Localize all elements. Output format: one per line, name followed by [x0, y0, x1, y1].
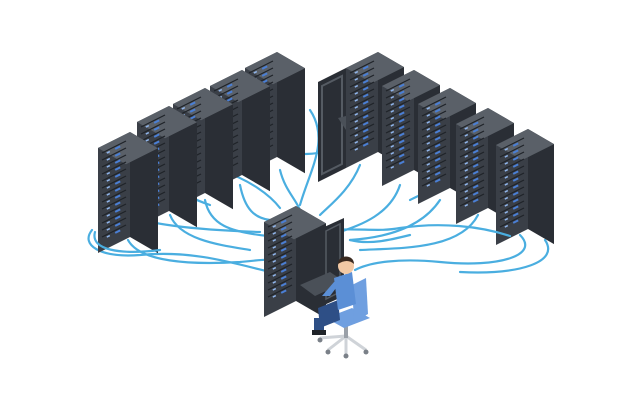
network-cable-icon	[353, 233, 527, 272]
network-cable-icon	[168, 213, 252, 252]
server-rack-icon	[264, 206, 326, 319]
server-rack-icon	[98, 132, 158, 254]
network-cable-icon	[318, 163, 362, 217]
network-cable-icon	[87, 228, 272, 274]
network-cable-icon	[93, 230, 162, 253]
network-cable-icon	[348, 233, 412, 244]
office-chair-icon	[327, 334, 347, 352]
server-row-right	[318, 52, 554, 245]
network-cable-icon	[358, 213, 480, 252]
workstation-server-rack-icon	[264, 206, 345, 319]
network-cable-icon	[278, 168, 302, 212]
network-cable-icon	[348, 198, 442, 242]
network-cable-icon	[238, 183, 272, 222]
server-row-left	[98, 52, 305, 254]
network-cable-icon	[328, 224, 512, 238]
server-rack-icon	[496, 129, 554, 245]
network-cable-icon	[338, 183, 402, 234]
rack-keyboard-tray-icon	[300, 272, 345, 296]
network-cable-icon	[203, 198, 270, 238]
technician-icon	[312, 256, 370, 359]
network-cable-icon	[458, 238, 550, 274]
network-cable-icon	[298, 108, 320, 207]
server-rack-icon	[456, 108, 514, 224]
